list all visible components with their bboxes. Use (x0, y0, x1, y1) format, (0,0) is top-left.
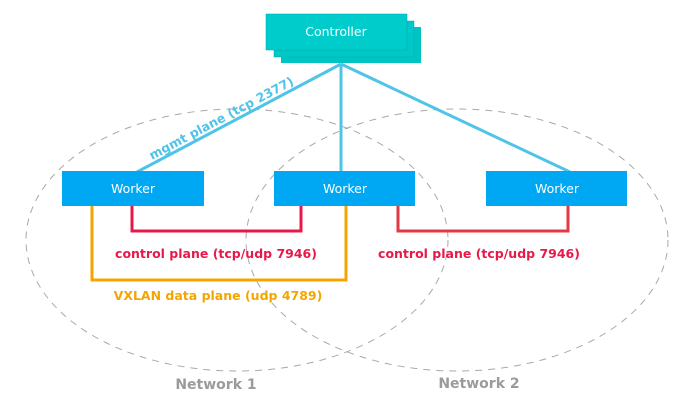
worker-node-2[interactable]: Worker (274, 171, 415, 206)
worker-box (274, 171, 415, 206)
vxlan-data-plane-label: VXLAN data plane (udp 4789) (114, 288, 323, 303)
controller-label: Controller (305, 24, 367, 39)
control-plane-link-2 (396, 206, 570, 233)
worker-node-3[interactable]: Worker (486, 171, 627, 206)
mgmt-plane-label: mgmt plane (tcp 2377) (146, 74, 296, 163)
network-1-label: Network 1 (175, 377, 256, 393)
control-plane-label-1: control plane (tcp/udp 7946) (115, 246, 317, 261)
network-2-label: Network 2 (438, 376, 519, 392)
mgmt-link-worker-1 (136, 62, 342, 174)
worker-label: Worker (535, 181, 580, 196)
worker-box (486, 171, 627, 206)
vxlan-data-plane-link (90, 206, 348, 282)
worker-label: Worker (111, 181, 156, 196)
mgmt-links (136, 62, 571, 174)
controller-box (265, 13, 408, 51)
network-2-boundary (245, 108, 669, 372)
control-plane-label-2: control plane (tcp/udp 7946) (378, 246, 580, 261)
worker-label: Worker (323, 181, 368, 196)
network-1-boundary (25, 108, 449, 372)
controller-node[interactable]: Controller (265, 13, 421, 63)
mgmt-link-worker-3 (340, 62, 571, 174)
worker-node-1[interactable]: Worker (62, 171, 204, 206)
control-plane-link-1 (130, 206, 303, 233)
worker-box (62, 171, 204, 206)
